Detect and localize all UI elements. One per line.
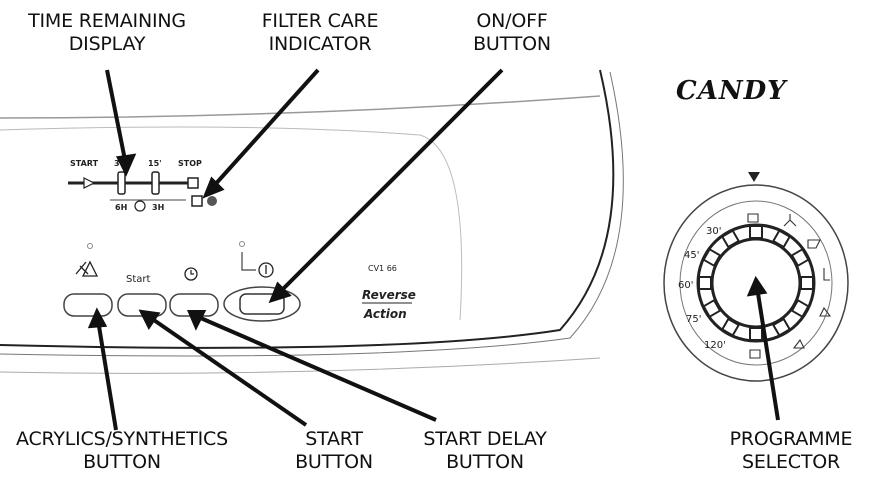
dial-grip (749, 327, 763, 341)
scale-15: 15' (148, 159, 162, 168)
callout-arrows (87, 68, 780, 431)
filter-led-icon (207, 196, 217, 206)
iron-icon (749, 349, 761, 359)
cotton-icon (747, 213, 759, 223)
dial-grip (720, 317, 741, 337)
acrylics-button[interactable] (63, 293, 113, 317)
panel-inner-edge (0, 126, 463, 321)
scale-stop: STOP (178, 159, 202, 168)
delay-3h: 3H (152, 203, 164, 212)
start-arrow-icon (83, 177, 96, 189)
shirt-icon (807, 239, 821, 249)
acrylics-icon (75, 260, 99, 277)
delay-6h: 6H (115, 203, 127, 212)
dial-grip (702, 247, 722, 268)
dial-grip (771, 229, 792, 249)
start-button-label: Start (126, 274, 151, 285)
time-remaining-display: START 30' 15' STOP 6H 3H (68, 159, 202, 212)
wool-icon (819, 306, 832, 317)
time-led-30 (117, 171, 126, 195)
dial-grips (698, 225, 814, 341)
reverse-label: Reverse (362, 288, 416, 302)
panel-outline (0, 95, 601, 119)
scale-start: START (70, 159, 99, 168)
start-delay-icon (184, 267, 198, 281)
power-icon (258, 262, 274, 278)
hang-icon (823, 268, 830, 281)
dial-grip (698, 276, 712, 290)
dial-grip (749, 225, 763, 239)
dial-75: 75' (686, 314, 701, 325)
dial-30: 30' (706, 226, 721, 237)
selector-pointer-icon (748, 172, 760, 182)
dial-grip (702, 298, 722, 319)
panel-bottom-curve (0, 357, 601, 374)
action-label: Action (363, 307, 407, 321)
dial-grip (790, 298, 810, 319)
filter-care-indicator (187, 177, 217, 207)
dial-grip (720, 229, 741, 249)
panel-right-curve (0, 69, 615, 349)
brand-logo: CANDY (676, 76, 787, 106)
dial-grip (800, 276, 814, 290)
time-led-15 (151, 171, 160, 195)
delicates-icon (792, 338, 805, 349)
delay-clock-icon (134, 200, 146, 212)
dial-grip (790, 247, 810, 268)
dial-grip (771, 317, 792, 337)
sun-icon (783, 214, 797, 227)
dial-120: 120' (704, 340, 726, 351)
model-label: CV1 66 (368, 264, 397, 273)
dial-45: 45' (684, 250, 699, 261)
dial-60: 60' (678, 280, 693, 291)
